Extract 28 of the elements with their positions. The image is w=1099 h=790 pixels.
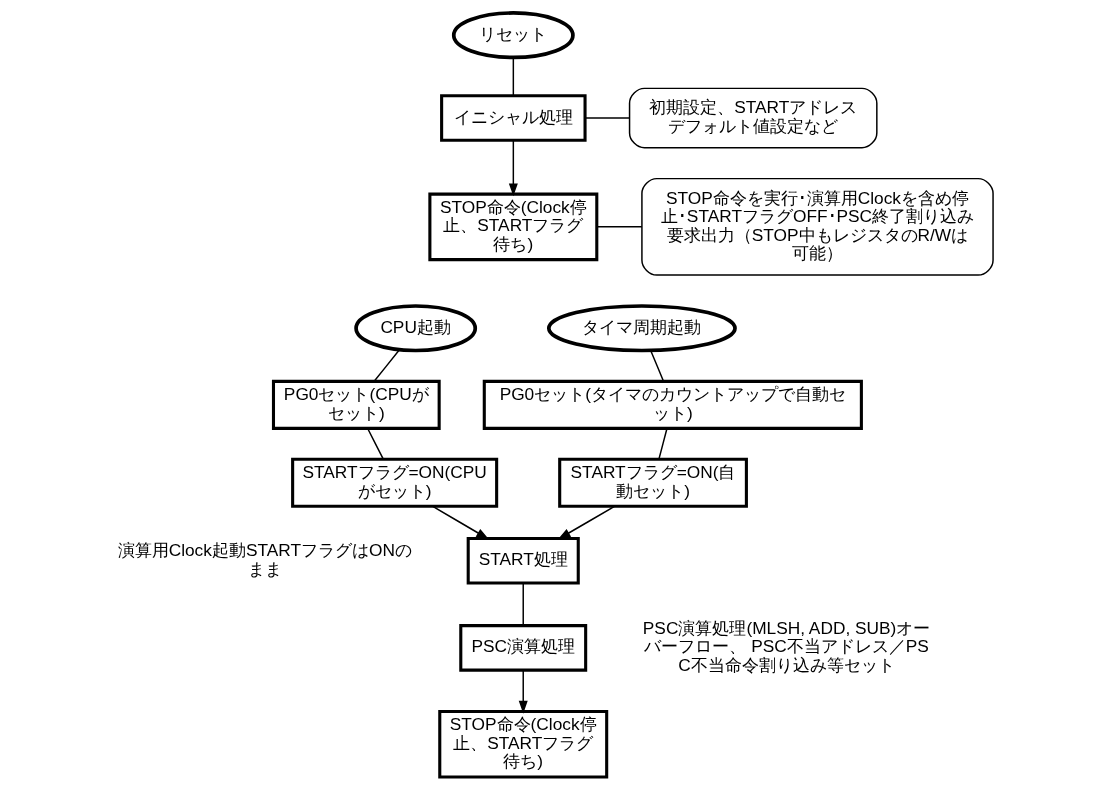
node-box: PG0セット(CPUがセット): [271, 379, 441, 430]
node-box: STOP命令を実行･演算用Clockを含め停止･STARTフラグOFF･PSC終了割り込み要求出力（STOP中もレジスタのR/Wは可能）: [641, 177, 994, 276]
connector: [649, 349, 665, 382]
node-box: STOP命令(Clock停止、STARTフラグ待ち): [438, 709, 609, 779]
label: 演算用Clock起動STARTフラグはONのまま: [117, 539, 412, 579]
arrow: [508, 140, 518, 197]
connector: [512, 56, 515, 97]
connector: [658, 428, 668, 460]
node-box: PSC演算処理: [459, 624, 588, 672]
arrow: [432, 505, 490, 540]
node-box: PG0セット(タイマのカウントアップで自動セット): [482, 379, 863, 430]
arrow: [518, 669, 528, 714]
node-ellipse: CPU起動: [354, 304, 478, 353]
connector: [522, 582, 524, 627]
node-box: STARTフラグ=ON(CPUがセット): [291, 457, 499, 508]
node-box: イニシャル処理: [440, 94, 587, 142]
node-ellipse: リセット: [451, 11, 575, 60]
connector: [596, 226, 643, 228]
connector: [373, 349, 401, 383]
node-box: STARTフラグ=ON(自動セット): [558, 457, 748, 508]
node-ellipse: タイマ周期起動: [546, 304, 737, 353]
node-box: START処理: [466, 536, 580, 585]
connector: [584, 117, 631, 119]
connector: [367, 428, 384, 460]
arrow: [557, 505, 616, 540]
label: PSC演算処理(MLSH, ADD, SUB)オーバーフロー、 PSC不当アドレス／PSC不当命令割り込み等セット: [642, 617, 931, 675]
node-box: 初期設定、STARTアドレスデフォルト値設定など: [628, 87, 878, 149]
node-box: STOP命令(Clock停止、STARTフラグ待ち): [428, 192, 599, 262]
